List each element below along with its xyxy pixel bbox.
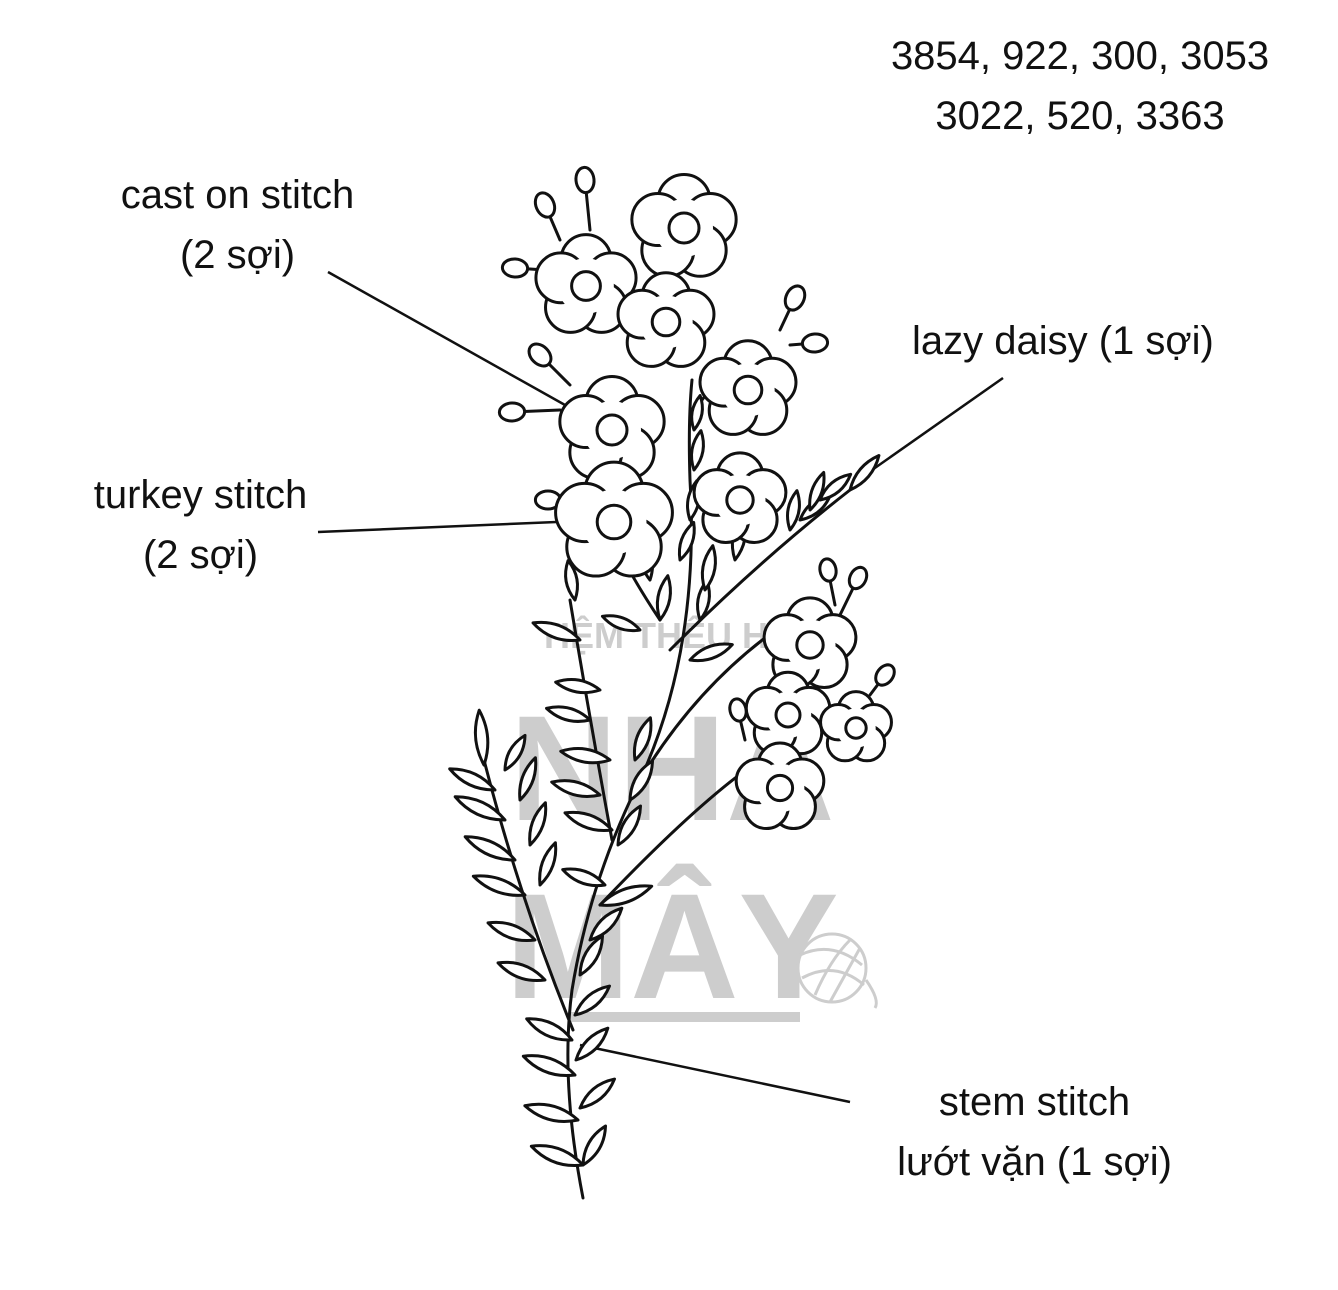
leaf xyxy=(677,520,696,562)
leaf xyxy=(690,429,705,472)
flower-center xyxy=(725,485,755,515)
leaf xyxy=(598,884,654,907)
flower-center xyxy=(844,716,868,740)
flower-center xyxy=(595,413,629,447)
leaf xyxy=(559,747,612,765)
leaf xyxy=(632,716,653,762)
leaf xyxy=(531,620,582,643)
leaf xyxy=(463,835,517,862)
watermark-line-3: MÂY xyxy=(505,862,838,1030)
flower xyxy=(744,670,832,756)
leaf xyxy=(786,489,801,532)
leaf xyxy=(848,454,881,492)
leaf xyxy=(655,574,672,622)
leaf xyxy=(564,559,579,602)
label-turkey-stitch: turkey stitch (2 sợi) xyxy=(68,465,333,585)
pointer-stem xyxy=(579,1043,851,1104)
pointer-cast-on xyxy=(327,270,566,407)
leaf xyxy=(525,1017,574,1042)
leaf xyxy=(550,779,602,798)
flower-center xyxy=(732,374,764,406)
flower xyxy=(734,741,826,831)
flower-center xyxy=(570,270,602,302)
leaf xyxy=(616,804,642,847)
leaf xyxy=(528,801,548,847)
label-lazy-daisy: lazy daisy (1 sợi) xyxy=(912,311,1214,371)
flower xyxy=(762,596,858,689)
label-lazy-daisy-line-1: lazy daisy (1 sợi) xyxy=(912,319,1214,363)
leaf xyxy=(588,906,624,942)
leaf xyxy=(521,1054,577,1078)
leaf xyxy=(700,544,717,592)
flower-center xyxy=(595,503,633,541)
thread-codes-line-1: 3854, 922, 300, 3053 xyxy=(890,34,1270,78)
pointer-lazy-daisy xyxy=(871,376,1004,472)
bud xyxy=(847,565,869,591)
leaf xyxy=(518,756,538,802)
leaf xyxy=(688,642,734,663)
flower xyxy=(819,690,893,763)
flower xyxy=(534,233,638,334)
flower-center xyxy=(667,211,701,245)
bud xyxy=(497,401,527,423)
flower-center xyxy=(795,630,825,660)
flower-center xyxy=(650,306,682,338)
bud xyxy=(574,165,596,195)
leaf xyxy=(561,867,607,888)
label-cast-on-line-2: (2 sợi) xyxy=(179,233,296,277)
flower xyxy=(558,375,666,480)
flower xyxy=(554,460,674,578)
thread-codes: 3854, 922, 300, 3053 3022, 520, 3363 xyxy=(845,26,1315,146)
thread-codes-line-2: 3022, 520, 3363 xyxy=(935,94,1225,138)
label-cast-on-line-1: cast on stitch xyxy=(120,173,355,217)
label-stem-line-1: stem stitch xyxy=(938,1080,1131,1124)
flower-center xyxy=(765,773,795,803)
bud xyxy=(500,257,530,279)
leaf xyxy=(448,767,497,792)
leaf xyxy=(529,1144,585,1168)
label-turkey-line-2: (2 sợi) xyxy=(142,533,259,577)
leaf xyxy=(473,708,490,767)
left-stem xyxy=(482,758,575,1032)
leaf xyxy=(545,705,592,723)
bud xyxy=(533,191,557,219)
leaf xyxy=(486,920,537,943)
label-turkey-line-1: turkey stitch xyxy=(93,473,308,517)
leaf xyxy=(600,614,642,633)
bud xyxy=(800,332,830,354)
label-stem-line-2: lướt vặn (1 sợi) xyxy=(897,1140,1172,1184)
leaf xyxy=(573,984,611,1017)
leaf xyxy=(563,810,614,833)
bud xyxy=(527,342,553,368)
label-cast-on-stitch: cast on stitch (2 sợi) xyxy=(90,165,385,285)
leaf xyxy=(808,470,826,512)
label-stem-stitch: stem stitch lướt vặn (1 sợi) xyxy=(862,1072,1207,1192)
leaf xyxy=(496,960,547,983)
leaf xyxy=(503,733,527,772)
leaf xyxy=(453,795,507,822)
leaf xyxy=(471,874,527,897)
flower xyxy=(630,173,738,278)
leaf xyxy=(581,1124,607,1167)
leaf xyxy=(574,1026,610,1062)
leaf xyxy=(523,1102,580,1124)
flower xyxy=(616,271,716,368)
yarn-ball-icon xyxy=(796,932,878,1009)
leaf xyxy=(690,394,704,432)
right-branch-3 xyxy=(668,488,852,652)
flower xyxy=(692,451,788,544)
bud xyxy=(783,284,807,312)
bud xyxy=(874,663,896,687)
flower-center xyxy=(774,701,802,729)
leaf xyxy=(554,678,602,695)
bud xyxy=(818,557,838,583)
leaf xyxy=(628,759,654,802)
leaf xyxy=(818,472,853,502)
flower xyxy=(698,339,798,436)
leaf xyxy=(538,841,558,887)
leaf xyxy=(578,1077,616,1110)
